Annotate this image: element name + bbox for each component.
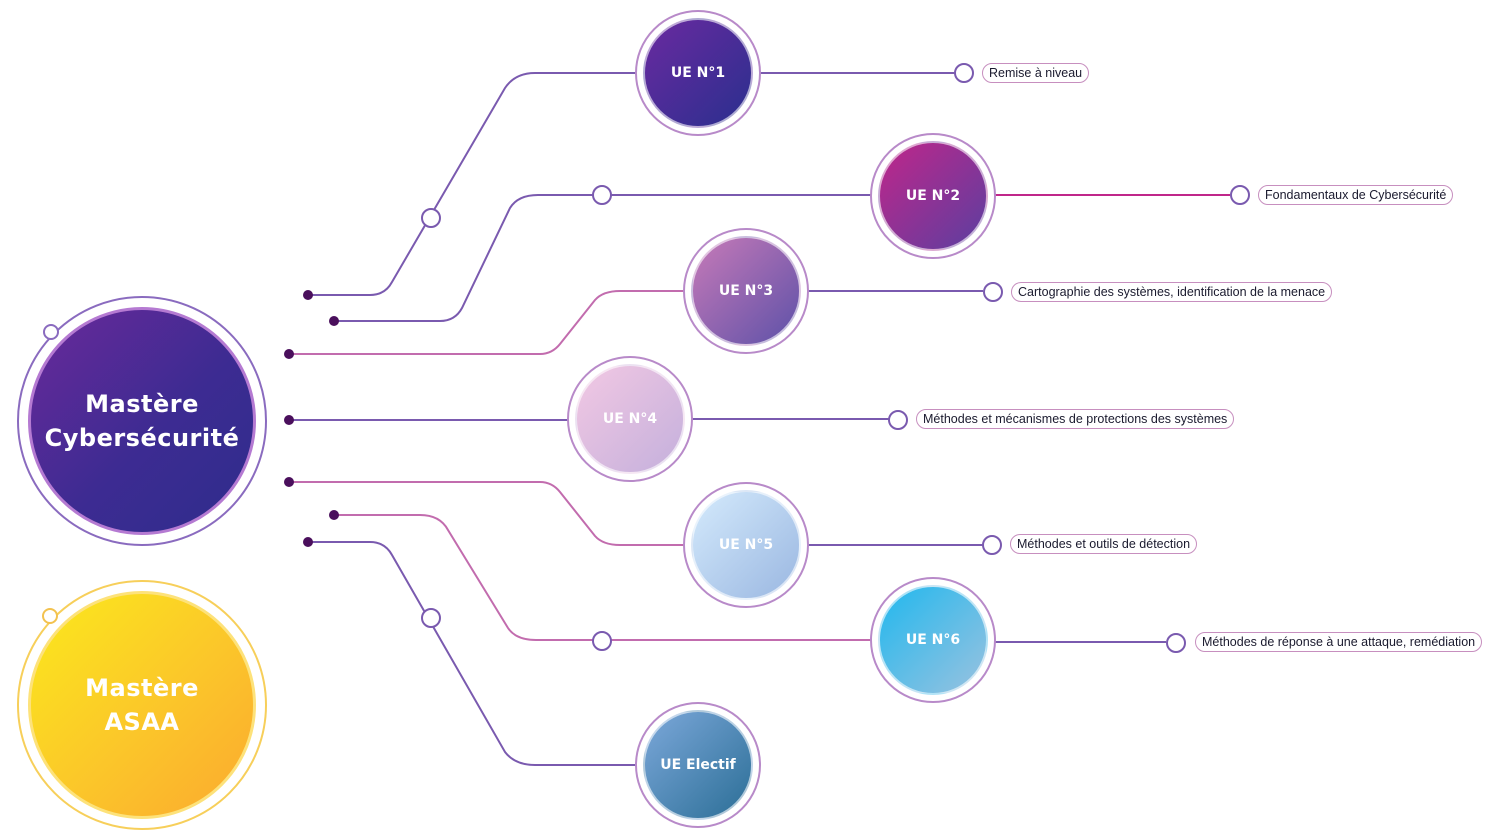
topic-knob [954,63,974,83]
ue-node-3-disc: UE N°3 [691,236,801,346]
master-cyber-disc[interactable]: Mastère Cybersécurité [28,307,256,535]
branch-origin-dot [303,537,313,547]
topic-pill-ue4[interactable]: Méthodes et mécanismes de protections de… [916,409,1235,429]
topic-pill-ue2[interactable]: Fondamentaux de Cybersécurité [1258,185,1454,205]
ue-node-1-label: UE N°1 [670,65,726,81]
ue-node-5-label: UE N°5 [718,537,774,553]
ue-node-electif-label: UE Electif [660,757,736,773]
topic-knob [982,535,1002,555]
branch-origin-dot [284,415,294,425]
ue-node-5[interactable]: UE N°5 [683,482,809,608]
master-asaa-title-line1: Mastère [85,674,199,702]
connector-ue-electif [308,541,640,766]
ue-node-2[interactable]: UE N°2 [870,133,996,259]
branch-knob [592,185,612,205]
ue-node-6-disc: UE N°6 [878,585,988,695]
ue-node-4[interactable]: UE N°4 [567,356,693,482]
branch-knob [592,631,612,651]
ue-node-electif-disc: UE Electif [643,710,753,820]
master-asaa-ring[interactable] [17,580,267,830]
topic-knob [888,410,908,430]
connector-ue6 [334,514,875,641]
ue-node-4-label: UE N°4 [602,411,658,427]
connector-ue3 [289,290,688,355]
branch-origin-dot [329,316,339,326]
master-asaa-title-line2: ASAA [104,708,180,736]
master-asaa-disc[interactable]: Mastère ASAA [28,591,256,819]
ue-node-2-disc: UE N°2 [878,141,988,251]
master-cyber-title-line2: Cybersécurité [44,424,240,452]
ue-node-4-disc: UE N°4 [575,364,685,474]
master-cyber-ring[interactable] [17,296,267,546]
topic-knob [1230,185,1250,205]
ue-node-1[interactable]: UE N°1 [635,10,761,136]
connector-ue2 [334,194,875,322]
branch-origin-dot [284,477,294,487]
ue-node-6[interactable]: UE N°6 [870,577,996,703]
ue-node-6-label: UE N°6 [905,632,961,648]
master-cyber-knob [43,324,59,340]
topic-pill-ue5[interactable]: Méthodes et outils de détection [1010,534,1198,554]
branch-knob [421,208,441,228]
master-asaa-knob [42,608,58,624]
ue-node-3-label: UE N°3 [718,283,774,299]
connector-ue5 [289,481,688,546]
ue-node-5-disc: UE N°5 [691,490,801,600]
ue-node-1-disc: UE N°1 [643,18,753,128]
topic-pill-ue6[interactable]: Méthodes de réponse à une attaque, reméd… [1195,632,1483,652]
branch-origin-dot [284,349,294,359]
connector-ue1 [308,72,640,296]
ue-node-electif[interactable]: UE Electif [635,702,761,828]
topic-pill-ue3[interactable]: Cartographie des systèmes, identificatio… [1011,282,1333,302]
branch-origin-dot [329,510,339,520]
topic-knob [983,282,1003,302]
branch-origin-dot [303,290,313,300]
master-cyber-title-line1: Mastère [85,390,199,418]
topic-knob [1166,633,1186,653]
topic-pill-ue1[interactable]: Remise à niveau [982,63,1090,83]
ue-node-2-label: UE N°2 [905,188,961,204]
branch-knob [421,608,441,628]
ue-node-3[interactable]: UE N°3 [683,228,809,354]
